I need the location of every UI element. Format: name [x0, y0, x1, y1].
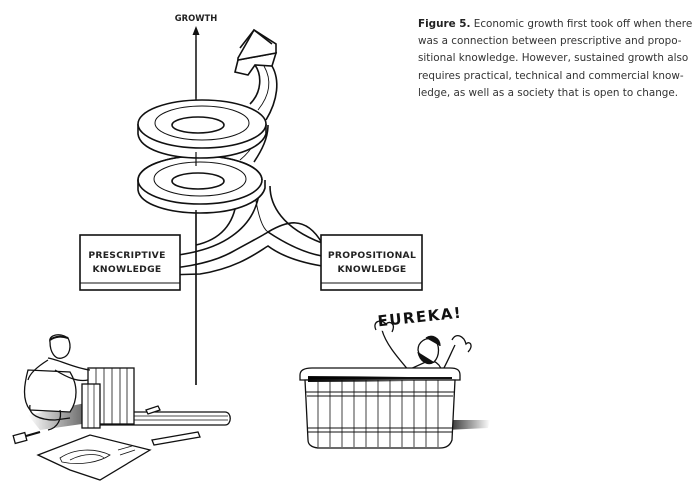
left-box-line2: KNOWLEDGE	[92, 264, 161, 275]
caption-label: Figure 5.	[418, 18, 471, 30]
axis-arrowhead-icon	[192, 26, 200, 35]
left-box-line1: PRESCRIPTIVE	[88, 250, 165, 261]
figure-caption: Figure 5. Economic growth first took off…	[418, 16, 698, 102]
right-box-line1: PROPOSITIONAL	[328, 250, 416, 261]
eureka-text: EUREKA!	[377, 304, 463, 331]
axis-label: GROWTH	[175, 13, 217, 23]
caption-text: Economic growth first took off when ther…	[418, 18, 693, 99]
propositional-knowledge-box: PROPOSITIONAL KNOWLEDGE	[320, 234, 423, 291]
craftsman-icon	[12, 334, 231, 481]
right-box-line2: KNOWLEDGE	[337, 264, 406, 275]
archimedes-bath-icon: EUREKA!	[299, 304, 490, 449]
prescriptive-knowledge-box: PRESCRIPTIVE KNOWLEDGE	[79, 234, 181, 291]
